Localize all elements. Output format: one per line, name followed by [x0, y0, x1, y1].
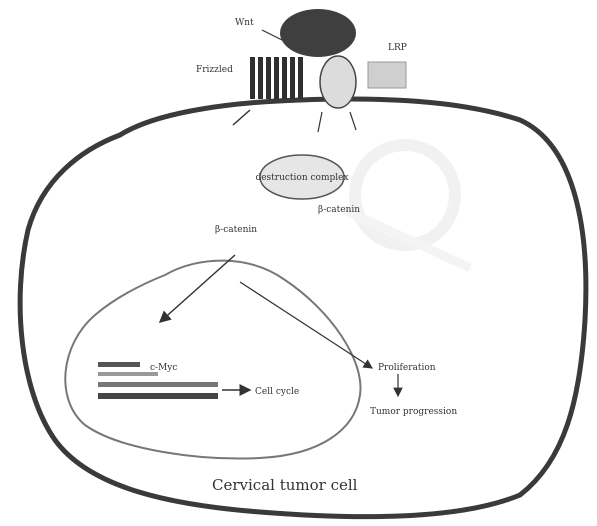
lrp-coreceptor: [320, 56, 356, 108]
frizzled-receptor: [250, 57, 303, 99]
proliferation-label: Proliferation: [378, 363, 436, 373]
lrp-tail-left: [318, 112, 322, 132]
cytoplasmic-mediator-label: β-catenin: [318, 205, 360, 215]
nuclear-mediator-label: β-catenin: [215, 225, 257, 235]
destruction-complex-label: destruction complex: [255, 173, 348, 183]
cell-name-label: Cervical tumor cell: [212, 476, 358, 494]
watermark: [345, 145, 470, 268]
lrp-label: LRP: [388, 43, 407, 53]
wnt-label: Wnt: [235, 18, 254, 28]
nucleus: [65, 261, 360, 459]
tumor-progression-label: Tumor progression: [370, 407, 457, 417]
frizzled-tail: [233, 110, 250, 125]
target-gene-label: c-Myc: [150, 363, 177, 373]
wnt-ligand: [280, 9, 356, 57]
lrp-tail-right: [350, 112, 356, 130]
nuclear-translocation-arrow: [160, 255, 235, 322]
frizzled-label: Frizzled: [196, 65, 233, 75]
cell-cycle-label: Cell cycle: [255, 387, 299, 397]
lrp-extracellular: [368, 62, 406, 88]
wnt-pointer: [262, 30, 282, 40]
